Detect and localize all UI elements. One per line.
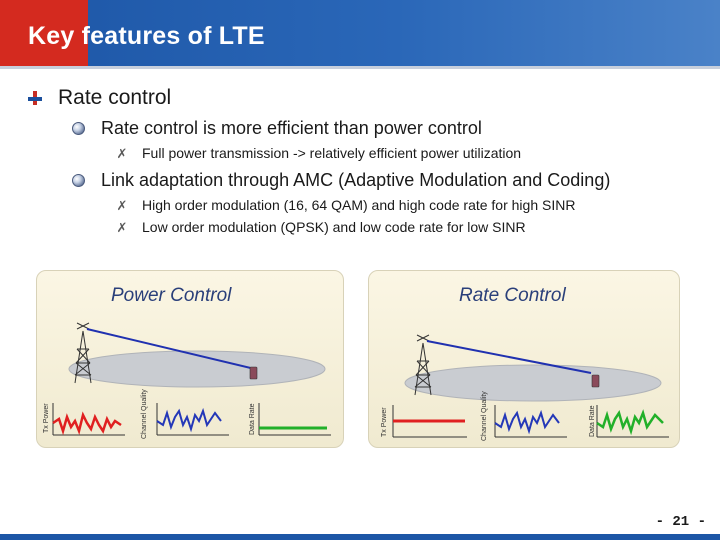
bullet-level1: Rate control [28, 86, 171, 110]
bullet-item1-sub1-text: Full power transmission -> relatively ef… [142, 145, 522, 161]
bullet-item1-text: Rate control is more efficient than powe… [101, 118, 482, 138]
rate-control-title: Rate Control [459, 285, 566, 306]
power-control-title: Power Control [111, 285, 232, 306]
footer-bar [0, 534, 720, 540]
mobile-phone-icon [591, 374, 600, 388]
channel-quality-graph [494, 405, 567, 438]
sphere-bullet-icon [72, 174, 85, 187]
base-station-tower-icon [74, 322, 92, 384]
channel-quality-label: Channel Quality [481, 391, 488, 441]
title-bar-shadow [0, 66, 720, 69]
tx-power-graph [392, 405, 467, 438]
bullet-item2-sub1-text: High order modulation (16, 64 QAM) and h… [142, 197, 576, 213]
bullet-item2-sub2: ✗ Low order modulation (QPSK) and low co… [116, 219, 526, 235]
check-bullet-icon: ✗ [116, 145, 128, 161]
cross-bullet-icon [28, 91, 42, 105]
bullet-item2-text: Link adaptation through AMC (Adaptive Mo… [101, 170, 611, 190]
signal-line [426, 340, 592, 374]
bullet-item2: Link adaptation through AMC (Adaptive Mo… [72, 170, 610, 191]
bullet-item2-sub2-text: Low order modulation (QPSK) and low code… [142, 219, 526, 235]
data-rate-label: Data Rate [249, 403, 256, 435]
rate-control-diagram [392, 334, 669, 438]
check-bullet-icon: ✗ [116, 197, 128, 213]
slide-title: Key features of LTE [28, 22, 265, 50]
bullet-item1-sub1: ✗ Full power transmission -> relatively … [116, 145, 522, 161]
bullet-item2-sub1: ✗ High order modulation (16, 64 QAM) and… [116, 197, 576, 213]
tx-power-graph [52, 403, 125, 436]
channel-quality-label: Channel Quality [141, 389, 148, 439]
tx-power-label: Tx Power [381, 407, 388, 437]
page-number: - 21 - [655, 514, 706, 530]
power-control-diagram [52, 322, 331, 436]
mobile-phone-icon [249, 366, 258, 380]
rate-control-panel: Rate Control Tx Power Channel Quality Da… [368, 270, 680, 448]
bullet-item1: Rate control is more efficient than powe… [72, 118, 482, 139]
data-rate-graph [596, 405, 669, 438]
title-bar-accent [0, 0, 88, 66]
base-station-tower-icon [414, 334, 432, 396]
tx-power-label: Tx Power [43, 403, 50, 433]
data-rate-label: Data Rate [589, 405, 596, 437]
coverage-ellipse [404, 364, 662, 402]
data-rate-graph [258, 403, 331, 436]
bullet-level1-text: Rate control [58, 86, 172, 109]
title-bar [0, 0, 720, 66]
sphere-bullet-icon [72, 122, 85, 135]
signal-line [86, 328, 256, 370]
channel-quality-graph [156, 403, 229, 436]
check-bullet-icon: ✗ [116, 219, 128, 235]
power-control-panel: Power Control Tx Power Channel Quality D… [36, 270, 344, 448]
coverage-ellipse [68, 350, 326, 388]
